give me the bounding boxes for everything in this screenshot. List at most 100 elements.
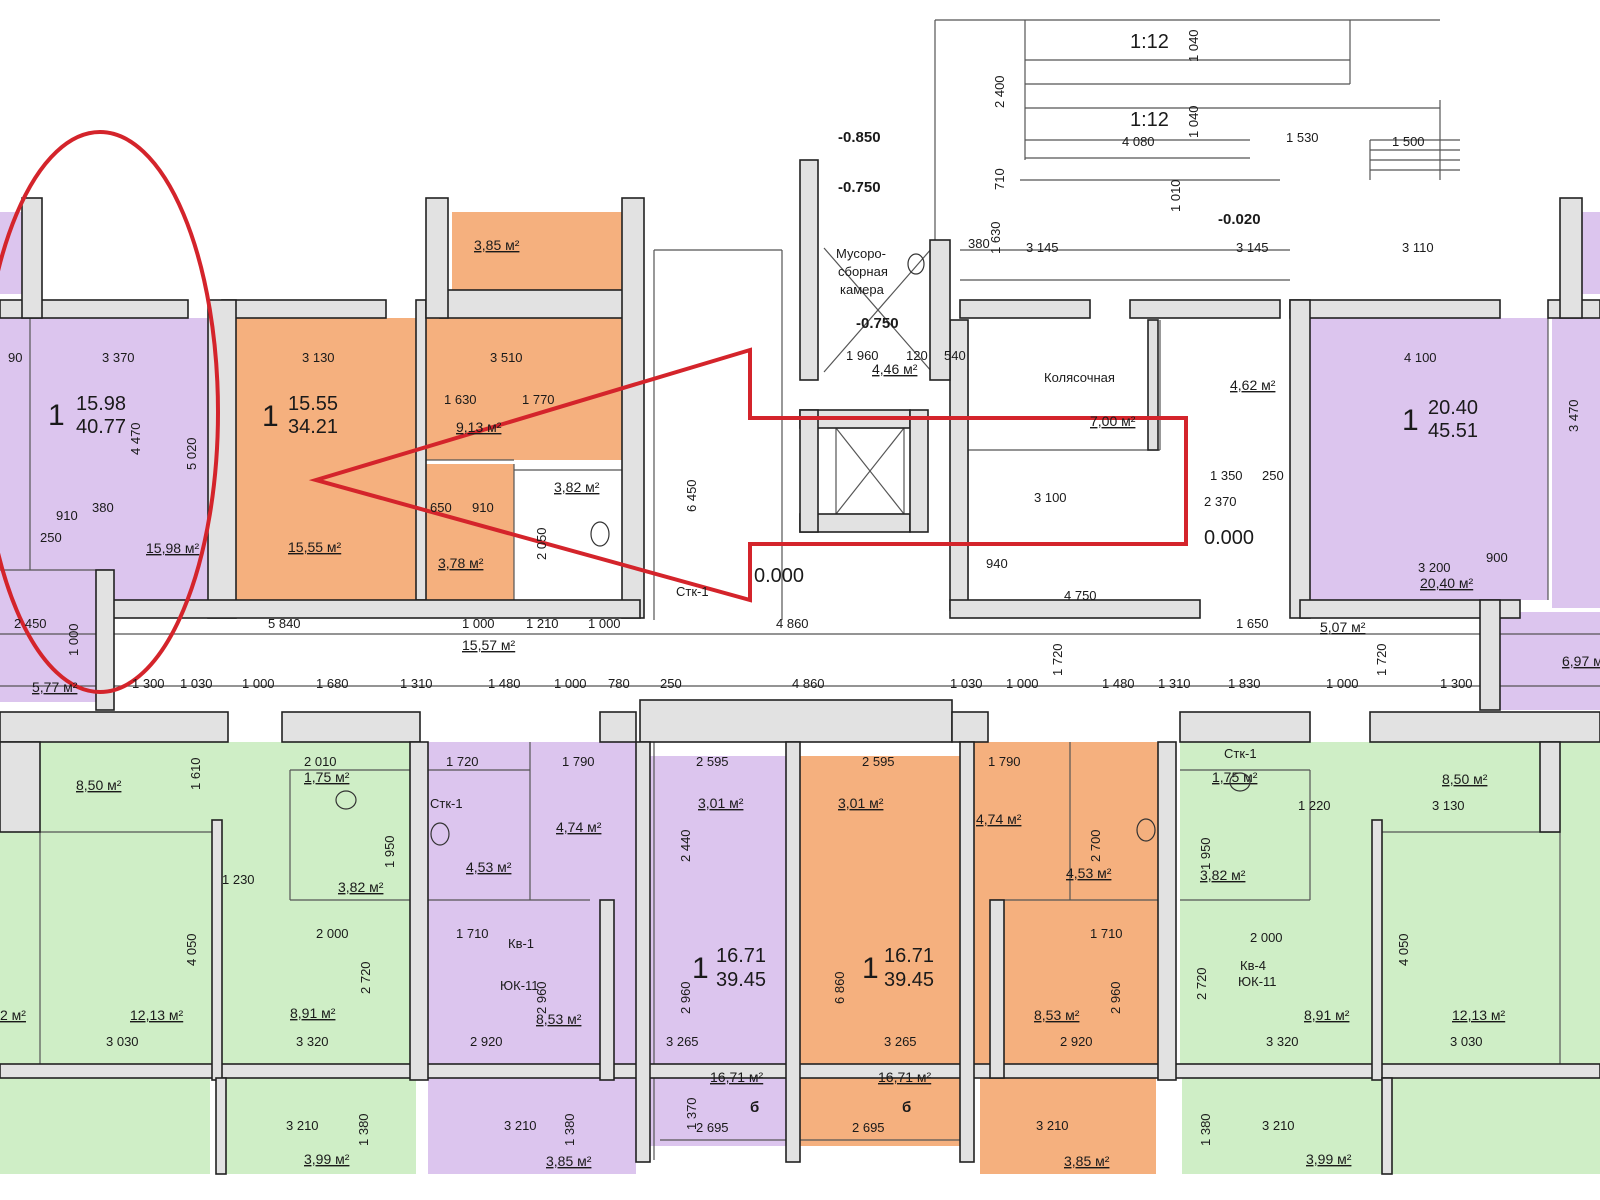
dimension: 2 450 [14, 616, 47, 631]
dimension: 2 595 [862, 754, 895, 769]
apartment-rooms-count: 1 [862, 952, 879, 985]
dimension: 3 320 [1266, 1034, 1299, 1049]
dimension: 1 220 [1298, 798, 1331, 813]
room-area: 3,01 м² [838, 795, 884, 811]
room-area: 3,85 м² [546, 1153, 592, 1169]
dimension: 2 010 [304, 754, 337, 769]
dimension: 250 [660, 676, 682, 691]
dimension: 780 [608, 676, 630, 691]
room-area: 15,98 м² [146, 540, 200, 556]
room-area: 1,75 м² [304, 769, 350, 785]
sink-icon [430, 822, 450, 846]
room-green-right-balcony [1182, 1078, 1382, 1174]
dimension: 1 380 [1198, 1113, 1213, 1146]
room-area: 7,00 м² [1090, 413, 1136, 429]
dimension: 3 210 [504, 1118, 537, 1133]
dimension: 910 [56, 508, 78, 523]
level-mark: -0.850 [838, 129, 881, 146]
room-area: 8,50 м² [76, 777, 122, 793]
apartment-total-area: 40.77 [76, 416, 126, 438]
dimension: 710 [992, 168, 1007, 190]
room-purple-right-living [1310, 318, 1548, 600]
stroller-room-label: Колясочная [1044, 370, 1115, 385]
apartment-code-label: ЮК-11 [1238, 974, 1277, 989]
room-green-left-a [0, 742, 420, 1064]
room-orange-bottom-living [800, 756, 960, 1146]
dimension: 2 370 [1204, 494, 1237, 509]
apartment-total-area: 34.21 [288, 416, 338, 438]
dimension: 3 370 [102, 350, 135, 365]
stk-label: Стк-1 [430, 796, 463, 811]
dimension: 1 650 [1236, 616, 1269, 631]
room-area: 3,85 м² [1064, 1153, 1110, 1169]
room-area: 8,53 м² [536, 1011, 582, 1027]
level-mark: 0.000 [1204, 527, 1254, 549]
dimension: 90 [8, 350, 22, 365]
room-green-right-balcony2 [1390, 1078, 1600, 1174]
apartment-total-area: 39.45 [884, 969, 934, 991]
dimension: 1 300 [1440, 676, 1473, 691]
dimension: 1 950 [1198, 837, 1213, 870]
dimension: 1 830 [1228, 676, 1261, 691]
room-area: 16,71 м² [878, 1069, 932, 1085]
dimension: 3 100 [1034, 490, 1067, 505]
dimension: 2 700 [1088, 829, 1103, 862]
apartment-code-label: Кв-1 [508, 936, 534, 951]
room-area: 16,71 м² [710, 1069, 764, 1085]
dimension: 1 370 [684, 1097, 699, 1130]
dimension: 1 350 [1210, 468, 1243, 483]
apartment-total-area: 39.45 [716, 969, 766, 991]
sink-icon [907, 253, 925, 275]
room-area: 3,82 м² [338, 879, 384, 895]
room-area: 5,07 м² [1320, 619, 1366, 635]
dimension: 2 695 [852, 1120, 885, 1135]
apartment-living-area: 16.71 [716, 945, 766, 967]
apartment-living-area: 15.55 [288, 393, 338, 415]
dimension: 3 210 [1262, 1118, 1295, 1133]
dimension: 1 040 [1186, 105, 1201, 138]
room-purple-left-hall [0, 570, 110, 702]
room-area: 3,01 м² [698, 795, 744, 811]
level-mark: -0.020 [1218, 211, 1261, 228]
dimension: 3 030 [1450, 1034, 1483, 1049]
dimension: 1 000 [242, 676, 275, 691]
highlight-annotations [0, 130, 1188, 694]
dimension: 3 210 [286, 1118, 319, 1133]
dimension: 3 210 [1036, 1118, 1069, 1133]
dimension: 3 130 [302, 350, 335, 365]
dimension: 2 440 [678, 829, 693, 862]
room-area: 3,82 м² [1200, 867, 1246, 883]
garbage-room-label: Мусоро- [836, 246, 886, 261]
window-mark: б [750, 1099, 759, 1116]
dimension: 1 040 [1186, 29, 1201, 62]
dimension: 1 000 [588, 616, 621, 631]
dimension: 4 100 [1404, 350, 1437, 365]
dimension: 1 000 [462, 616, 495, 631]
room-area: 3,99 м² [304, 1151, 350, 1167]
dimension: 1 000 [1006, 676, 1039, 691]
sink-icon [1136, 818, 1156, 842]
dimension: 1 720 [1374, 643, 1389, 676]
dimension: 4 050 [1396, 933, 1411, 966]
dimension: 650 [430, 500, 452, 515]
dimension: 3 470 [1566, 399, 1581, 432]
apartment-living-area: 20.40 [1428, 397, 1478, 419]
dimension: 1 720 [1050, 643, 1065, 676]
dimension-labels: 3 370 3 130 3 510 1 630 1 770 90 4 470 5… [8, 29, 1581, 1146]
dimension: 3 265 [666, 1034, 699, 1049]
dimension: 120 [906, 348, 928, 363]
dimension: 3 145 [1026, 240, 1059, 255]
dimension: 250 [1262, 468, 1284, 483]
room-area: 12,13 м² [130, 1007, 184, 1023]
room-area: 4,74 м² [556, 819, 602, 835]
sink-icon [1229, 772, 1251, 792]
room-notes: Мусоро- сборная камера Колясочная Стк-1 … [430, 31, 1277, 1116]
dimension: 6 450 [684, 479, 699, 512]
dimension: 3 320 [296, 1034, 329, 1049]
garbage-room-label: сборная [838, 264, 888, 279]
dimension: 3 265 [884, 1034, 917, 1049]
dimension: 2 960 [678, 981, 693, 1014]
dimension: 1 790 [562, 754, 595, 769]
dimension: 1 300 [132, 676, 165, 691]
